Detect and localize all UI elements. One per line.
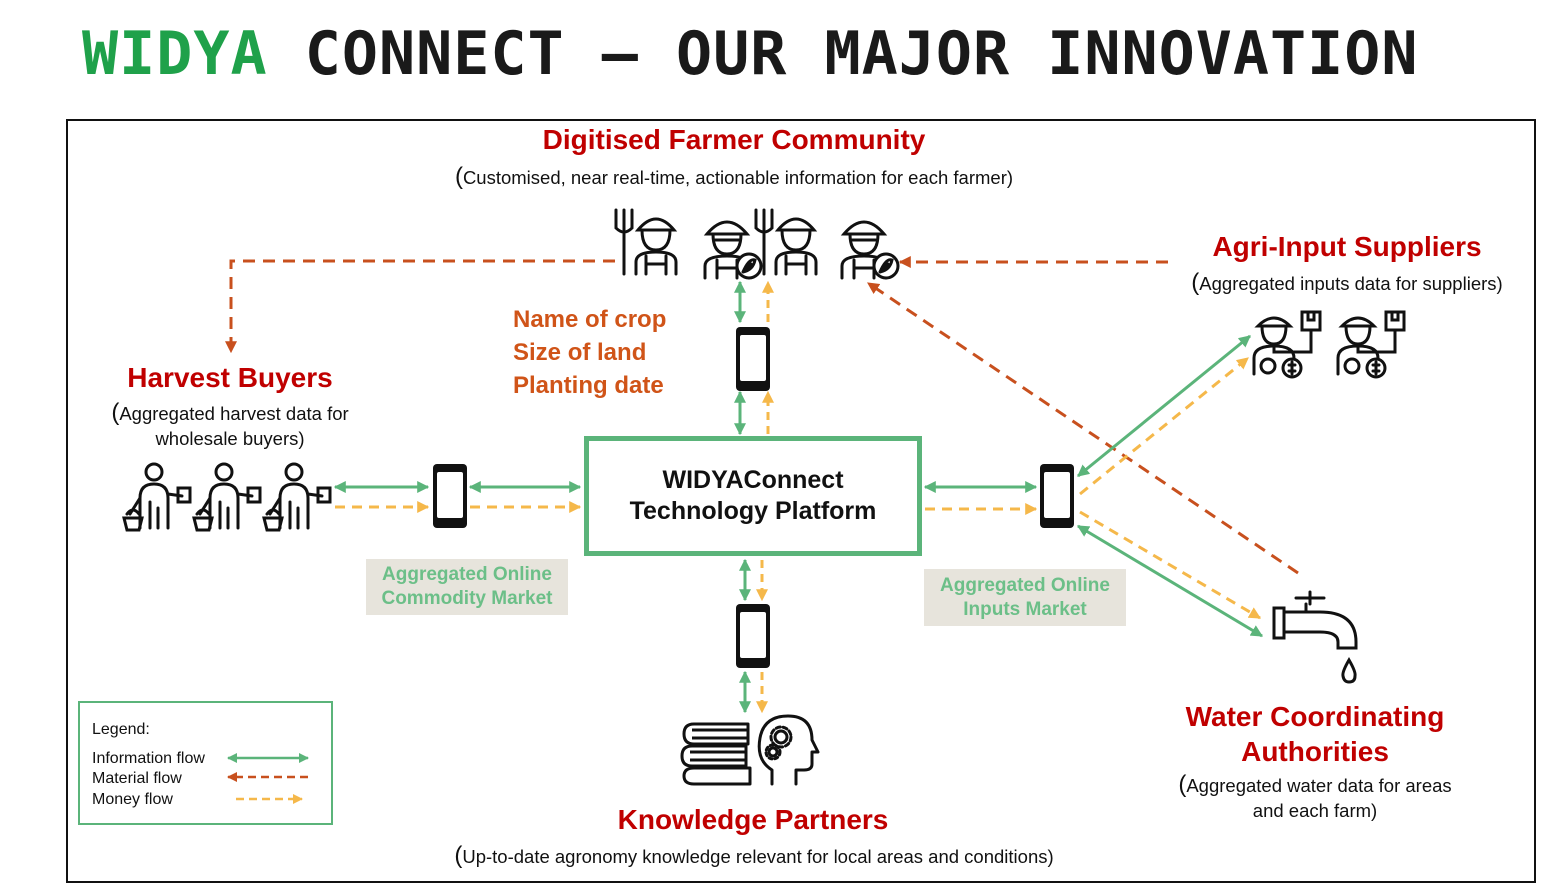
supplier-icon bbox=[1336, 310, 1406, 379]
page-title: WIDYA CONNECT – OUR MAJOR INNOVATION bbox=[82, 14, 1418, 94]
suppliers-subtitle-text: Aggregated inputs data for suppliers) bbox=[1199, 273, 1503, 294]
material-arrow-farmers-buyers bbox=[225, 259, 615, 354]
knowledge-subtitle-text: Up-to-date agronomy knowledge relevant f… bbox=[462, 846, 1054, 867]
smartphone-icon bbox=[1040, 464, 1074, 528]
water-subtitle: (Aggregated water data for areas and eac… bbox=[1115, 772, 1515, 823]
crop-info-list: Name of crop Size of land Planting date bbox=[513, 303, 666, 402]
land-size-label: Size of land bbox=[513, 339, 647, 366]
books-icon bbox=[680, 722, 752, 786]
material-arrow-water-farmers bbox=[867, 281, 1299, 575]
buyer-basket-icon bbox=[192, 462, 262, 532]
water-subtitle-line2: and each farm) bbox=[1252, 800, 1378, 821]
platform-line2: Technology Platform bbox=[629, 497, 877, 525]
water-title: Water Coordinating Authorities bbox=[1115, 699, 1515, 769]
legend-information-label: Information flow bbox=[92, 750, 205, 767]
legend-title: Legend: bbox=[92, 721, 150, 738]
smartphone-icon bbox=[736, 327, 770, 391]
buyers-subtitle: (Aggregated harvest data for wholesale b… bbox=[80, 400, 380, 451]
water-title-line1: Water Coordinating bbox=[1185, 701, 1445, 732]
smartphone-icon bbox=[736, 604, 770, 668]
buyers-subtitle-line2: wholesale buyers) bbox=[155, 428, 305, 449]
knowledge-subtitle: (Up-to-date agronomy knowledge relevant … bbox=[454, 842, 1054, 869]
planting-date-label: Planting date bbox=[513, 372, 664, 399]
title-rest: CONNECT – OUR MAJOR INNOVATION bbox=[304, 19, 1419, 89]
commodity-market-line2: Commodity Market bbox=[381, 588, 553, 609]
supplier-icon bbox=[1252, 310, 1322, 379]
platform-box: WIDYAConnect Technology Platform bbox=[584, 436, 922, 556]
diagram-frame bbox=[66, 119, 1536, 883]
legend-material-label: Material flow bbox=[92, 770, 182, 787]
inputs-market-line1: Aggregated Online bbox=[940, 574, 1110, 596]
inputs-market-box: Aggregated Online Inputs Market bbox=[924, 569, 1126, 626]
water-subtitle-line1: Aggregated water data for areas bbox=[1186, 775, 1452, 796]
head-gears-icon bbox=[757, 714, 820, 786]
suppliers-title: Agri-Input Suppliers bbox=[1212, 231, 1482, 262]
farmer-woman-icon bbox=[840, 220, 900, 280]
legend-money-label: Money flow bbox=[92, 791, 173, 808]
farmers-subtitle-text: Customised, near real-time, actionable i… bbox=[462, 167, 1014, 188]
farmer-man-icon bbox=[754, 208, 818, 276]
farmer-woman-icon bbox=[703, 220, 763, 280]
knowledge-title: Knowledge Partners bbox=[617, 804, 889, 835]
info-arrow-phone-water bbox=[1076, 524, 1264, 638]
commodity-market-box: Aggregated Online Commodity Market bbox=[366, 559, 568, 615]
suppliers-subtitle: (Aggregated inputs data for suppliers) bbox=[1191, 269, 1503, 296]
title-brand: WIDYA bbox=[82, 19, 268, 89]
crop-name-label: Name of crop bbox=[513, 306, 667, 333]
smartphone-icon bbox=[433, 464, 467, 528]
legend-box: Legend: Information flow Material flow M… bbox=[78, 701, 333, 825]
buyers-title: Harvest Buyers bbox=[127, 362, 333, 393]
farmer-man-icon bbox=[614, 208, 678, 276]
water-tap-icon bbox=[1272, 590, 1358, 684]
info-arrow-phone-suppliers bbox=[1077, 334, 1251, 478]
money-arrow-phone-suppliers bbox=[1079, 356, 1249, 496]
buyer-basket-icon bbox=[262, 462, 332, 532]
farmers-title: Digitised Farmer Community bbox=[542, 124, 926, 155]
inputs-market-line2: Inputs Market bbox=[963, 598, 1087, 620]
platform-line1: WIDYAConnect bbox=[662, 466, 844, 494]
commodity-market-line1: Aggregated Online bbox=[382, 564, 552, 585]
farmers-subtitle: (Customised, near real-time, actionable … bbox=[454, 163, 1014, 190]
buyer-basket-icon bbox=[122, 462, 192, 532]
water-title-line2: Authorities bbox=[1241, 736, 1389, 767]
buyers-subtitle-line1: Aggregated harvest data for bbox=[119, 403, 349, 424]
